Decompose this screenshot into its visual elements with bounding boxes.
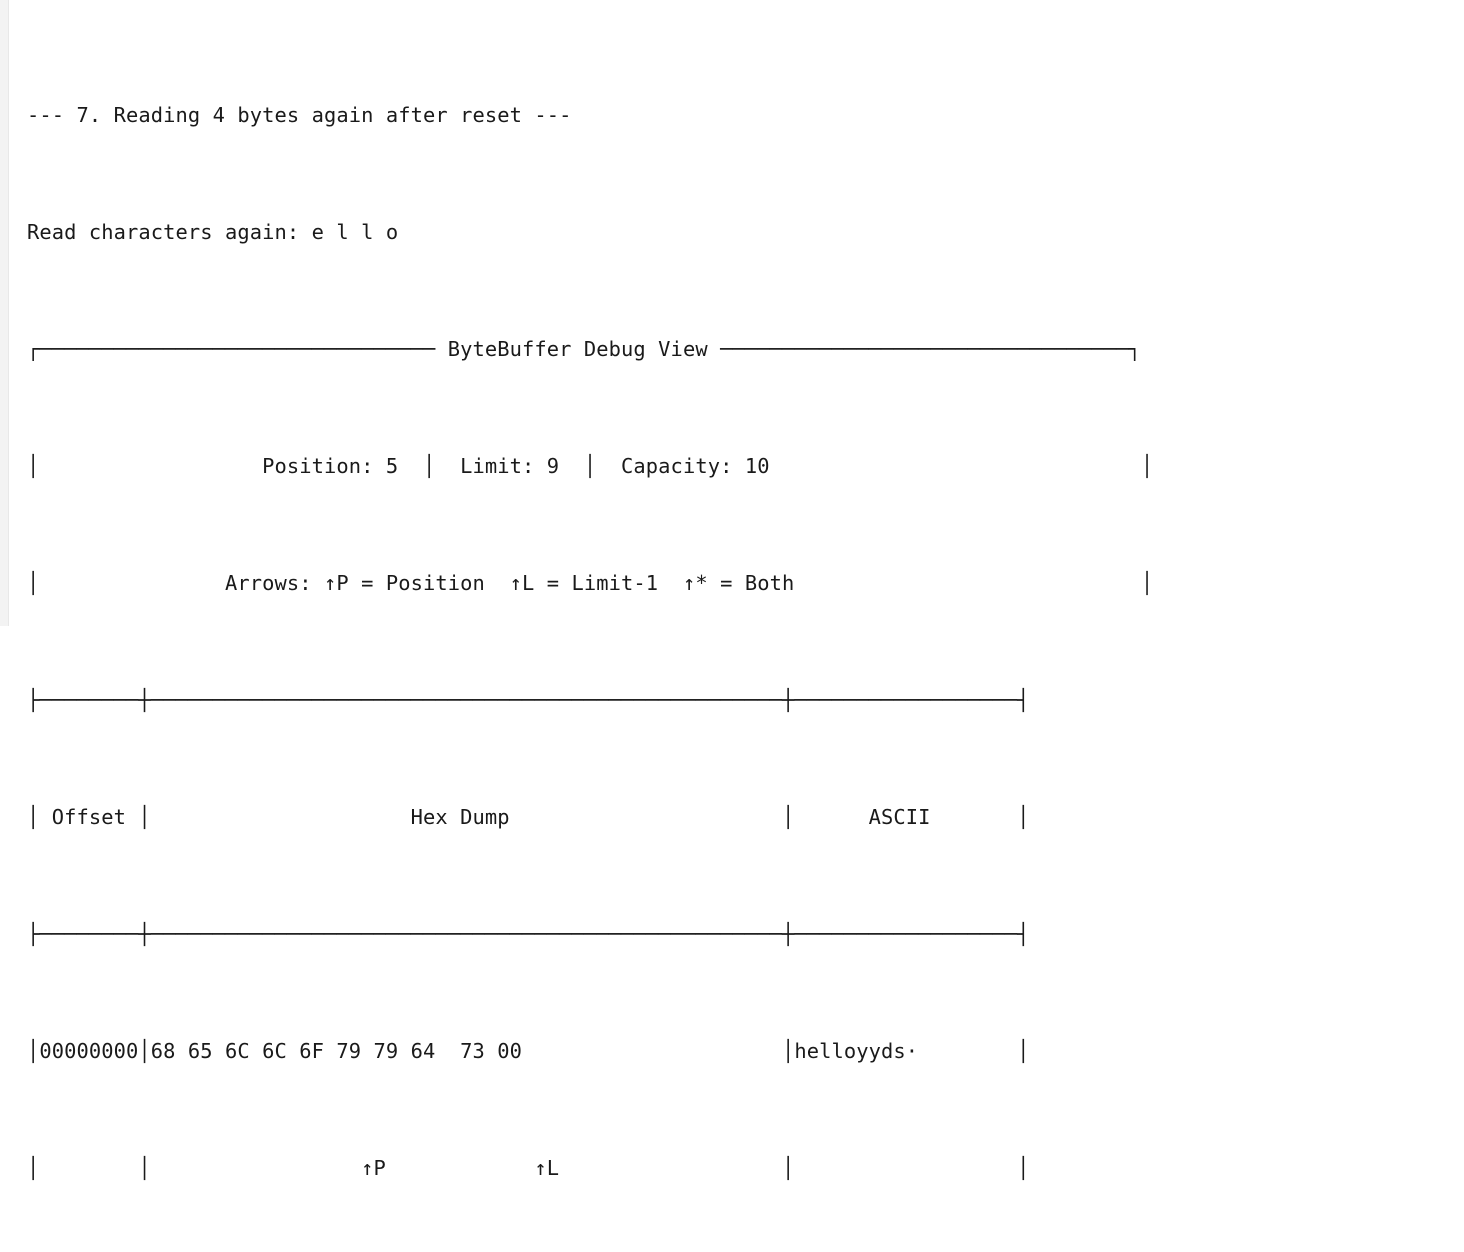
debug-view-column-header-row: │ Offset │ Hex Dump │ ASCII │ — [27, 805, 1030, 829]
debug-view-arrow-row: │ │ ↑P ↑L │ │ — [27, 1156, 1030, 1180]
editor-gutter-strip — [0, 0, 9, 626]
debug-view-separator-middle: ├────────┼──────────────────────────────… — [27, 922, 1030, 946]
console-output-text: --- 7. Reading 4 bytes again after reset… — [27, 18, 1447, 1252]
read-characters-line: Read characters again: e l l o — [27, 220, 399, 244]
debug-view-stats-line: │ Position: 5 │ Limit: 9 │ Capacity: 10 … — [27, 454, 1154, 478]
section-header-line: --- 7. Reading 4 bytes again after reset… — [27, 103, 572, 127]
debug-view-separator-top: ├────────┼──────────────────────────────… — [27, 688, 1030, 712]
debug-view-box-top-border: ┌──────────────────────────────── ByteBu… — [27, 337, 1141, 361]
debug-view-data-row: │00000000│68 65 6C 6C 6F 79 79 64 73 00 … — [27, 1039, 1030, 1063]
debug-view-legend-line: │ Arrows: ↑P = Position ↑L = Limit-1 ↑* … — [27, 571, 1154, 595]
